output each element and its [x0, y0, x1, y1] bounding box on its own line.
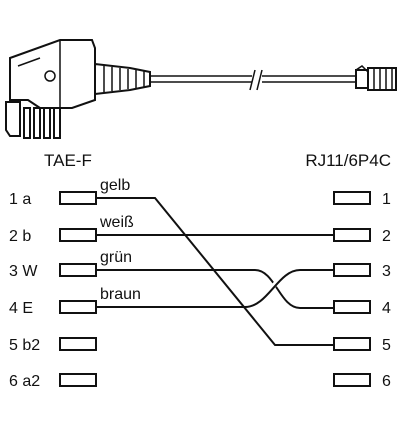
- right-pin-row: 6: [333, 373, 391, 390]
- left-pin-label: 1 a: [9, 191, 31, 208]
- left-pin-block: [59, 263, 97, 277]
- left-pin-row: 2 b: [9, 228, 97, 245]
- right-pin-row: 5: [333, 337, 391, 354]
- left-pin-block: [59, 373, 97, 387]
- left-pin-label: 6 a2: [9, 373, 40, 390]
- right-pin-block: [333, 373, 371, 387]
- left-pin-label: 4 E: [9, 300, 33, 317]
- cable-illustration: [5, 39, 397, 139]
- wire-label-gruen: grün: [100, 249, 132, 266]
- right-pin-row: 2: [333, 228, 391, 245]
- cable-icon: [150, 69, 356, 91]
- right-pin-block: [333, 337, 371, 351]
- left-pin-row: 6 a2: [9, 373, 97, 390]
- right-pin-row: 4: [333, 300, 391, 317]
- right-connector-title: RJ11/6P4C: [305, 151, 391, 170]
- right-pin-row: 3: [333, 263, 391, 280]
- left-pin-block: [59, 228, 97, 242]
- wire-gelb: [96, 197, 334, 346]
- right-pin-label: 6: [382, 373, 391, 390]
- wires: [96, 197, 334, 346]
- left-pin-row: 4 E: [9, 300, 97, 317]
- left-pin-row: 5 b2: [9, 337, 97, 354]
- left-connector-title: TAE-F: [44, 151, 92, 170]
- right-pin-block: [333, 228, 371, 242]
- right-pin-label: 2: [382, 228, 391, 245]
- left-pin-block: [59, 300, 97, 314]
- left-pin-row: 1 a: [9, 191, 97, 208]
- right-pin-label: 1: [382, 191, 391, 208]
- wire-gruen: [96, 269, 334, 309]
- right-pin-block: [333, 191, 371, 205]
- right-pin-block: [333, 300, 371, 314]
- wire-label-weiss: weiß: [99, 214, 134, 231]
- left-pin-label: 5 b2: [9, 337, 40, 354]
- left-pin-block: [59, 337, 97, 351]
- right-pin-label: 5: [382, 337, 391, 354]
- wire-braun: [96, 269, 334, 308]
- right-pin-label: 4: [382, 300, 391, 317]
- left-pin-row: 3 W: [9, 263, 97, 280]
- wire-label-gelb: gelb: [100, 177, 130, 194]
- tae-plug-icon: [5, 39, 151, 139]
- wire-label-braun: braun: [100, 286, 141, 303]
- left-pin-block: [59, 191, 97, 205]
- left-pin-label: 3 W: [9, 263, 38, 280]
- right-pin-block: [333, 263, 371, 277]
- right-pin-row: 1: [333, 191, 391, 208]
- right-pin-label: 3: [382, 263, 391, 280]
- left-pin-label: 2 b: [9, 228, 31, 245]
- rj11-plug-icon: [355, 65, 397, 91]
